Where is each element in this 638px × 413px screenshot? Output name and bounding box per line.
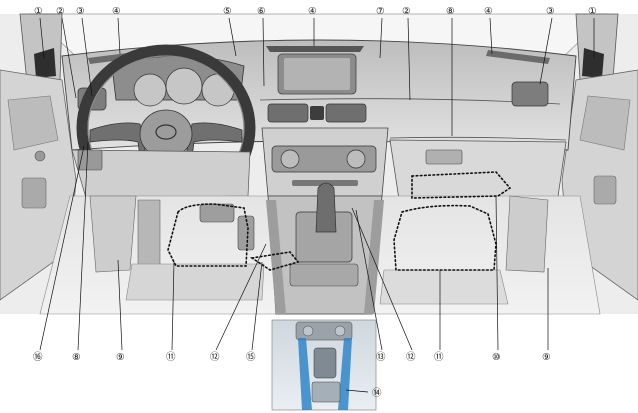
callout-4-left: ④ <box>112 6 121 17</box>
right-defroster-vent <box>486 50 550 64</box>
right-side-vent <box>511 81 549 107</box>
driver-footrest <box>137 199 161 271</box>
callout-9-left: ⑨ <box>116 352 125 363</box>
callout-15: ⑮ <box>246 352 256 363</box>
shift-lever <box>315 182 337 233</box>
callout-10: ⑩ <box>492 352 501 363</box>
center-display-screen <box>284 58 350 90</box>
center-vent-left <box>267 103 309 123</box>
callout-8-bottom: ⑧ <box>72 352 81 363</box>
dash-lower-trim <box>389 136 567 141</box>
left-door-knob <box>34 150 46 162</box>
passenger-floor-mat <box>379 269 509 305</box>
bottom-callout-labels: ⑯ ⑧ ⑨ ⑪ ⑫ ⑮ ⑬ ⑫ ⑪ ⑩ ⑨ <box>33 352 551 363</box>
callout-6: ⑥ <box>257 6 266 17</box>
climate-knob-left <box>280 149 300 169</box>
callout-2-right: ② <box>402 6 411 17</box>
driver-floor-mat <box>125 263 265 301</box>
callout-1-left: ① <box>34 6 43 17</box>
brake-pedal <box>199 203 235 223</box>
driver-floor-dotted-area <box>167 203 249 267</box>
callout-14: ⑭ <box>372 388 382 399</box>
hood-release-switch <box>77 149 103 171</box>
callout-3-right: ③ <box>546 6 555 17</box>
console-side-trim-right <box>364 200 384 314</box>
callout-11-left: ⑪ <box>166 352 176 363</box>
callout-9-right: ⑨ <box>542 352 551 363</box>
callout-5: ⑤ <box>223 6 232 17</box>
console-side-trim-left <box>266 200 286 314</box>
glove-box-dotted-area <box>411 171 512 199</box>
gauge-left <box>133 73 167 107</box>
callout-12-right: ⑫ <box>406 352 416 363</box>
left-window-switch <box>21 177 47 209</box>
passenger-floor-dotted-area <box>393 204 497 271</box>
callout-3-left: ③ <box>76 6 85 17</box>
hazard-switch <box>310 106 324 120</box>
left-mirror <box>34 48 56 78</box>
cup-holder-area <box>289 263 359 287</box>
center-vent-right <box>325 103 367 123</box>
right-kick-panel <box>505 195 549 273</box>
callout-4-center: ④ <box>308 6 317 17</box>
leader-lines <box>39 17 595 351</box>
callout-11-right: ⑪ <box>434 352 444 363</box>
right-mirror <box>582 48 604 78</box>
glove-box-handle <box>425 149 463 165</box>
callout-13: ⑬ <box>376 352 386 363</box>
inset-callout-labels: ⑭ <box>372 388 382 399</box>
right-door-handle-area <box>579 95 631 151</box>
mazda-logo-icon <box>155 124 177 140</box>
callout-2-left: ② <box>56 6 65 17</box>
inset-console-detail <box>271 319 377 411</box>
climate-knob-right <box>346 149 366 169</box>
callout-7: ⑦ <box>376 6 385 17</box>
center-top-vent <box>266 46 364 52</box>
callout-12-left: ⑫ <box>210 352 220 363</box>
left-kick-panel <box>89 195 137 273</box>
left-door-handle-area <box>7 95 59 151</box>
callout-8-top: ⑧ <box>446 6 455 17</box>
gauge-center <box>165 67 203 105</box>
console-dotted-area <box>249 251 300 271</box>
callout-4-right: ④ <box>484 6 493 17</box>
callout-1-right: ① <box>588 6 597 17</box>
callout-16: ⑯ <box>33 352 43 363</box>
top-callout-labels: ① ② ③ ④ ⑤ ⑥ ④ ⑦ ② ⑧ ④ ③ ① <box>34 6 597 17</box>
right-window-switch <box>593 175 617 205</box>
